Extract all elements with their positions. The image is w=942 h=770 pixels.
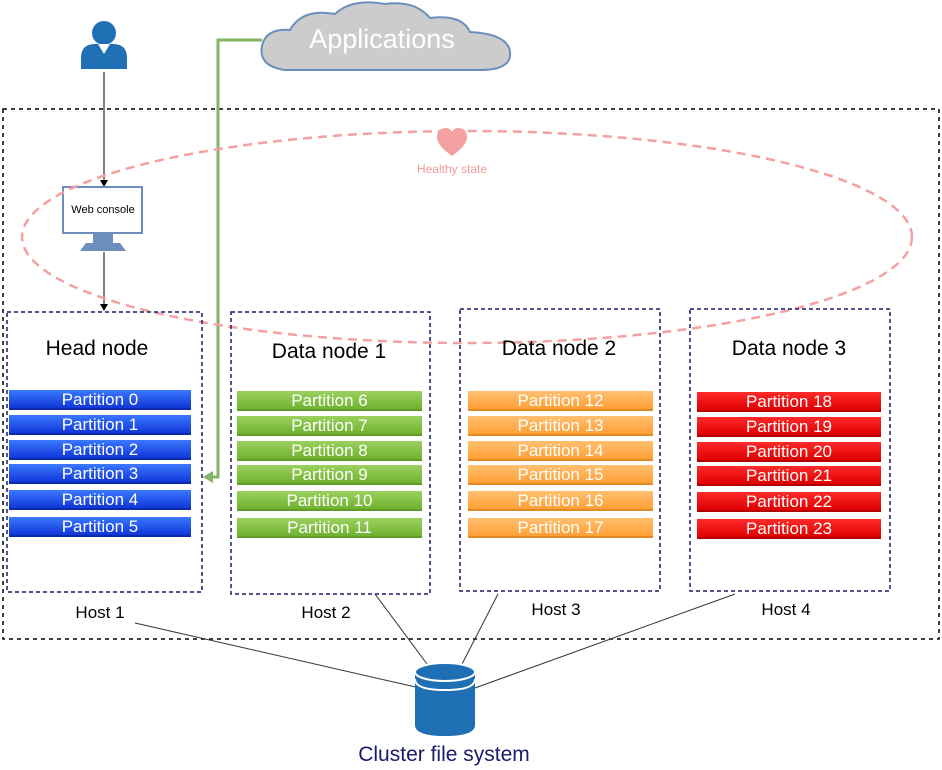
partition-block: Partition 18 [697,392,881,412]
partition-block: Partition 5 [9,517,191,537]
partition-block: Partition 22 [697,492,881,512]
partition-block: Partition 3 [9,464,191,484]
partition-block: Partition 8 [237,441,422,461]
host-label: Host 4 [761,600,811,619]
host-label: Host 3 [531,600,581,619]
partition-block: Partition 6 [237,391,422,411]
heart-icon [437,128,467,156]
user-icon [81,21,127,69]
partition-block: Partition 13 [468,416,653,436]
data-node-3-title: Data node 3 [731,337,847,360]
host-label: Host 1 [75,603,125,622]
head-node-title: Head node [45,337,149,360]
partition-block: Partition 2 [9,440,191,460]
health-ring [20,129,914,345]
database-icon [414,662,476,736]
data-node-3-box [689,308,891,592]
storage-connectors [134,593,736,689]
partition-block: Partition 12 [468,391,653,411]
partition-block: Partition 16 [468,491,653,511]
cluster-boundary [2,108,940,640]
partition-block: Partition 20 [697,442,881,462]
partition-block: Partition 14 [468,441,653,461]
data-node-2-box [459,308,661,592]
partition-block: Partition 4 [9,490,191,510]
partition-block: Partition 1 [9,415,191,435]
application-link [212,38,262,479]
host-label: Host 2 [301,603,351,622]
partition-block: Partition 9 [237,465,422,485]
partition-block: Partition 23 [697,519,881,539]
web-console-label: Web console [71,204,135,216]
partition-block: Partition 11 [237,518,422,538]
partition-block: Partition 21 [697,466,881,486]
monitor-icon[interactable] [62,186,143,251]
partition-block: Partition 15 [468,465,653,485]
partition-block: Partition 7 [237,416,422,436]
data-node-2-title: Data node 2 [501,337,617,360]
applications-label: Applications [309,24,455,54]
partition-block: Partition 19 [697,417,881,437]
partition-block: Partition 10 [237,491,422,511]
data-node-1-title: Data node 1 [271,340,387,363]
data-node-1-box [230,311,431,595]
healthy-state-label: Healthy state [416,162,488,176]
partition-block: Partition 17 [468,518,653,538]
cluster-file-system-label: Cluster file system [358,743,530,766]
cloud-icon [260,1,512,71]
partition-block: Partition 0 [9,390,191,410]
